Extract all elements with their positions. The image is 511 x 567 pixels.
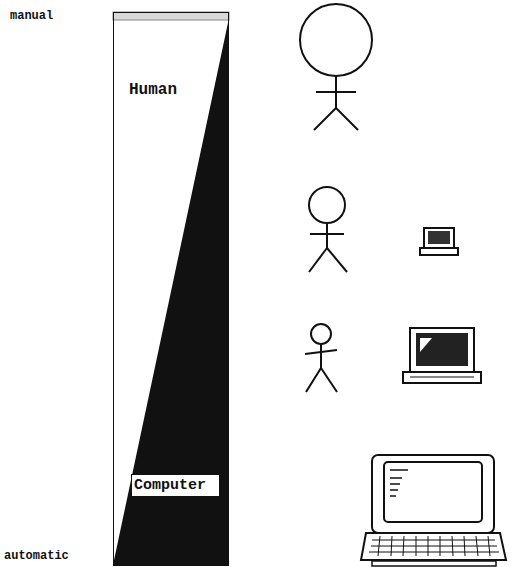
small-computer xyxy=(420,228,458,255)
manual-cap xyxy=(113,12,229,20)
scale-end-label: manual xyxy=(10,9,53,23)
scale-end-label: automatic xyxy=(4,549,69,563)
computer-label-box: Computer xyxy=(131,474,220,497)
computer-share-wedge xyxy=(113,18,229,565)
automation-scale-bar: HumanComputer xyxy=(113,12,229,566)
region-label: Human xyxy=(129,81,177,99)
medium-stick-figure xyxy=(309,187,347,272)
medium-computer xyxy=(403,328,481,383)
box-label: Computer xyxy=(134,477,206,494)
large-computer xyxy=(361,455,506,566)
large-stick-figure xyxy=(300,4,372,130)
small-stick-figure xyxy=(305,324,337,392)
